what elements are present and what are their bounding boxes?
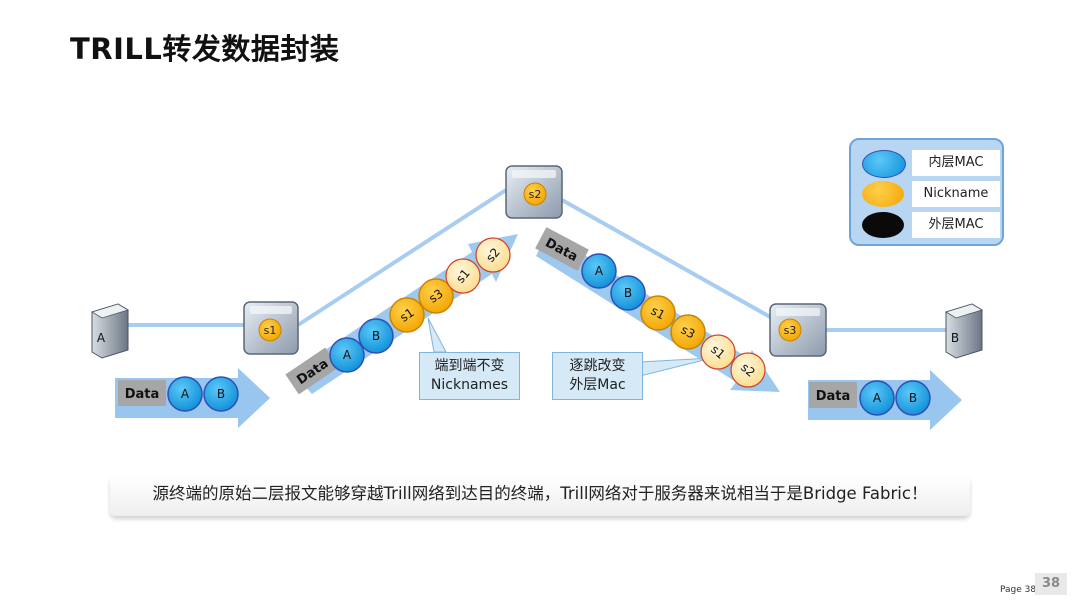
legend-item-nickname: Nickname bbox=[859, 181, 1000, 207]
host-a-label: A bbox=[97, 331, 106, 345]
packet-down-circle-outer-s1: s1 bbox=[708, 342, 728, 362]
host-b: B bbox=[945, 303, 983, 359]
page-label: Page 38 bbox=[1000, 585, 1037, 595]
caption-text: 源终端的原始二层报文能够穿越Trill网络到达目的终端，Trill网络对于服务器… bbox=[152, 484, 928, 503]
legend: 内层MAC Nickname 外层MAC bbox=[849, 138, 1004, 246]
callout-hop-by-hop-line1: 逐跳改变 bbox=[569, 358, 626, 374]
callout-end-to-end-line2: Nicknames bbox=[430, 377, 509, 393]
page-title: TRILL转发数据封装 bbox=[70, 32, 340, 66]
packet-ingress-circle-a: A bbox=[181, 387, 190, 401]
packet-down: Data A B s1 s3 s1 s2 bbox=[535, 227, 780, 392]
callout-end-to-end-line1: 端到端不变 bbox=[434, 358, 505, 374]
callout-hop-by-hop: 逐跳改变 外层Mac bbox=[552, 352, 643, 400]
switch-s1-label: s1 bbox=[264, 324, 277, 337]
packet-up-circle-a: A bbox=[343, 348, 352, 362]
callout-left-pointer bbox=[427, 317, 447, 353]
packet-down-circle-s1: s1 bbox=[649, 304, 668, 323]
packet-up-circle-s3: s3 bbox=[426, 286, 445, 305]
switch-s2-label: s2 bbox=[529, 188, 542, 201]
host-b-label: B bbox=[951, 331, 959, 345]
packet-ingress-data-label: Data bbox=[125, 387, 160, 402]
network-links bbox=[125, 188, 946, 332]
link-s1-s2 bbox=[296, 188, 508, 327]
packet-up: Data A B s1 s3 s1 s2 bbox=[285, 234, 518, 395]
switch-s2: s2 bbox=[505, 165, 563, 219]
packet-ingress: Data A B bbox=[115, 368, 270, 428]
switch-s3-label: s3 bbox=[784, 324, 797, 337]
legend-item-inner-mac: 内层MAC bbox=[859, 150, 1000, 178]
link-s2-s3 bbox=[561, 198, 773, 320]
legend-swatch-inner-mac bbox=[862, 150, 906, 178]
legend-label-outer-mac: 外层MAC bbox=[912, 212, 1000, 238]
callout-end-to-end: 端到端不变 Nicknames bbox=[419, 352, 520, 400]
legend-swatch-outer-mac bbox=[862, 212, 904, 238]
packet-egress-circle-a: A bbox=[873, 391, 882, 405]
packet-down-circle-b: B bbox=[624, 286, 632, 300]
packet-down-circle-a: A bbox=[595, 264, 604, 278]
legend-swatch-nickname bbox=[862, 181, 904, 207]
packet-up-circle-outer-s2: s2 bbox=[483, 245, 503, 265]
packet-ingress-circle-b: B bbox=[217, 387, 225, 401]
packet-down-circle-outer-s2: s2 bbox=[738, 360, 758, 380]
switch-s1: s1 bbox=[243, 301, 299, 355]
caption-bar: 源终端的原始二层报文能够穿越Trill网络到达目的终端，Trill网络对于服务器… bbox=[110, 476, 970, 516]
packet-up-circle-b: B bbox=[372, 329, 380, 343]
packet-up-circle-s1: s1 bbox=[397, 305, 416, 324]
packet-egress: Data A B bbox=[808, 370, 962, 430]
callout-right-pointer bbox=[639, 357, 713, 377]
legend-label-inner-mac: 内层MAC bbox=[912, 150, 1000, 176]
packet-egress-circle-b: B bbox=[909, 391, 917, 405]
legend-label-nickname: Nickname bbox=[912, 181, 1000, 207]
legend-item-outer-mac: 外层MAC bbox=[859, 212, 1000, 238]
packet-egress-data-label: Data bbox=[816, 389, 851, 404]
packet-down-circle-s3: s3 bbox=[679, 323, 698, 342]
packet-up-circle-outer-s1: s1 bbox=[453, 266, 473, 286]
page-number: 38 bbox=[1035, 573, 1067, 595]
switch-s3: s3 bbox=[769, 303, 827, 357]
callout-hop-by-hop-line2: 外层Mac bbox=[569, 377, 626, 393]
host-a: A bbox=[91, 303, 129, 359]
